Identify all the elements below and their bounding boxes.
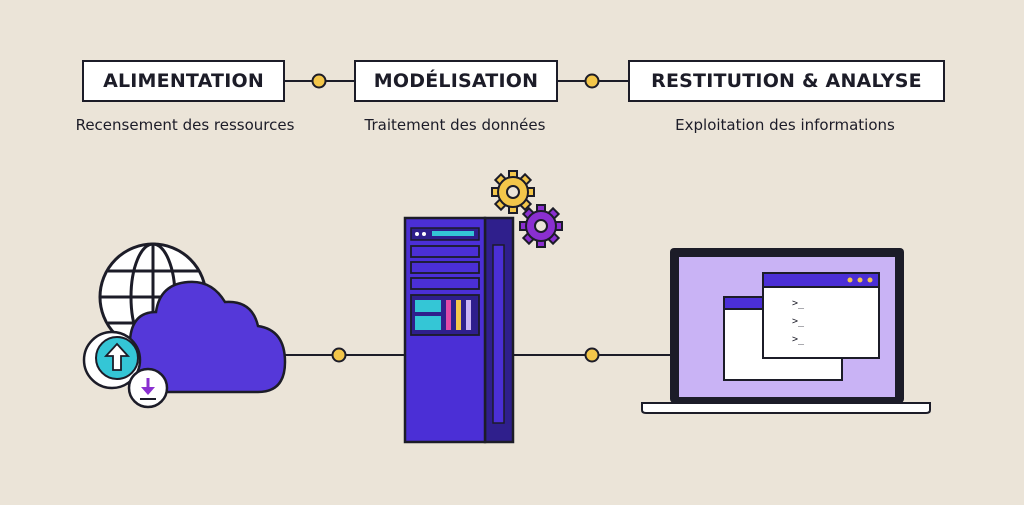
stage-title: RESTITUTION & ANALYSE (651, 70, 922, 92)
stage-title: MODÉLISATION (373, 70, 539, 92)
terminal-prompt: >_ (792, 298, 805, 309)
stage-subtitle-alimentation: Recensement des ressources (75, 116, 295, 134)
bottom-connector-2 (512, 347, 672, 363)
server-icon (403, 216, 515, 444)
gear-icon (519, 204, 563, 248)
terminal-window-icon: >_ >_ >_ (762, 272, 880, 359)
top-connector-2 (558, 73, 628, 89)
stage-box-modelisation: MODÉLISATION (354, 60, 558, 102)
terminal-prompt: >_ (792, 316, 805, 327)
stage-box-restitution: RESTITUTION & ANALYSE (628, 60, 945, 102)
cloud-icon (128, 280, 287, 394)
upload-icon (82, 330, 142, 390)
stage-box-alimentation: ALIMENTATION (82, 60, 285, 102)
top-connector-1 (285, 73, 354, 89)
download-icon (127, 367, 169, 409)
terminal-prompt: >_ (792, 334, 805, 345)
stage-title: ALIMENTATION (103, 70, 264, 92)
stage-subtitle-restitution: Exploitation des informations (675, 116, 895, 134)
gear-icon (491, 170, 535, 214)
stage-subtitle-modelisation: Traitement des données (364, 116, 546, 134)
bottom-connector-1 (285, 347, 405, 363)
